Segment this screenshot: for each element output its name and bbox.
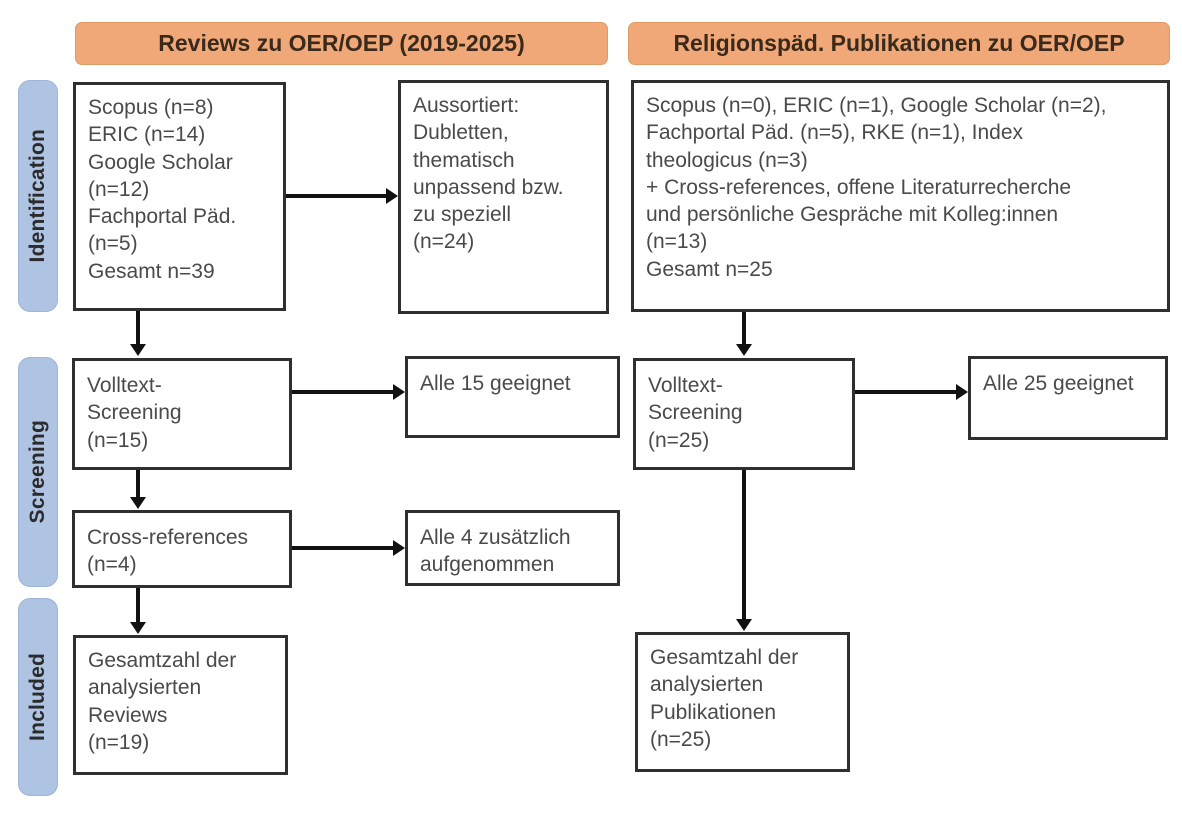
arrowhead-left-identification-to-excluded xyxy=(386,188,398,204)
connector-left-crossrefs-to-result xyxy=(292,546,393,550)
box-left-excluded: Aussortiert: Dubletten, thematisch unpas… xyxy=(398,80,609,314)
box-right-fulltext-screening: Volltext- Screening (n=25) xyxy=(633,358,855,470)
column-header-religionspaed: Religionspäd. Publikationen zu OER/OEP xyxy=(628,22,1170,65)
arrowhead-left-screening-to-crossrefs xyxy=(130,497,146,509)
connector-right-screening-to-included xyxy=(742,470,746,620)
column-header-reviews: Reviews zu OER/OEP (2019-2025) xyxy=(75,22,608,65)
box-left-fulltext-result: Alle 15 geeignet xyxy=(405,356,620,438)
phase-label-screening: Screening xyxy=(18,357,58,587)
column-header-religionspaed-text: Religionspäd. Publikationen zu OER/OEP xyxy=(673,30,1125,56)
phase-label-screening-text: Screening xyxy=(26,420,49,524)
arrowhead-left-identification-to-screening xyxy=(130,344,146,356)
box-left-cross-references-result: Alle 4 zusätzlich aufgenommen xyxy=(405,510,620,586)
box-left-identification-sources: Scopus (n=8) ERIC (n=14) Google Scholar … xyxy=(73,82,286,311)
arrowhead-right-screening-to-result xyxy=(956,384,968,400)
arrowhead-left-crossrefs-to-included xyxy=(130,622,146,634)
connector-right-screening-to-result xyxy=(855,390,956,394)
box-left-fulltext-screening: Volltext- Screening (n=15) xyxy=(72,358,292,470)
connector-left-screening-to-crossrefs xyxy=(136,470,140,498)
arrowhead-right-identification-to-screening xyxy=(736,344,752,356)
box-right-included-total: Gesamtzahl der analysierten Publikatione… xyxy=(635,632,850,772)
phase-label-identification-text: Identification xyxy=(26,129,49,263)
connector-left-identification-to-excluded xyxy=(286,194,386,198)
box-left-cross-references: Cross-references (n=4) xyxy=(72,510,292,588)
connector-right-identification-to-screening xyxy=(742,312,746,345)
connector-left-screening-to-result xyxy=(292,390,393,394)
phase-label-identification: Identification xyxy=(18,80,58,312)
connector-left-crossrefs-to-included xyxy=(136,588,140,623)
arrowhead-right-screening-to-included xyxy=(736,619,752,631)
phase-label-included: Included xyxy=(18,598,58,796)
box-right-identification-sources: Scopus (n=0), ERIC (n=1), Google Scholar… xyxy=(631,80,1170,312)
phase-label-included-text: Included xyxy=(26,653,49,741)
connector-left-identification-to-screening xyxy=(136,311,140,345)
box-right-fulltext-result: Alle 25 geeignet xyxy=(968,356,1168,440)
arrowhead-left-screening-to-result xyxy=(393,384,405,400)
column-header-reviews-text: Reviews zu OER/OEP (2019-2025) xyxy=(158,30,525,56)
box-left-included-total: Gesamtzahl der analysierten Reviews (n=1… xyxy=(73,635,288,775)
arrowhead-left-crossrefs-to-result xyxy=(393,540,405,556)
